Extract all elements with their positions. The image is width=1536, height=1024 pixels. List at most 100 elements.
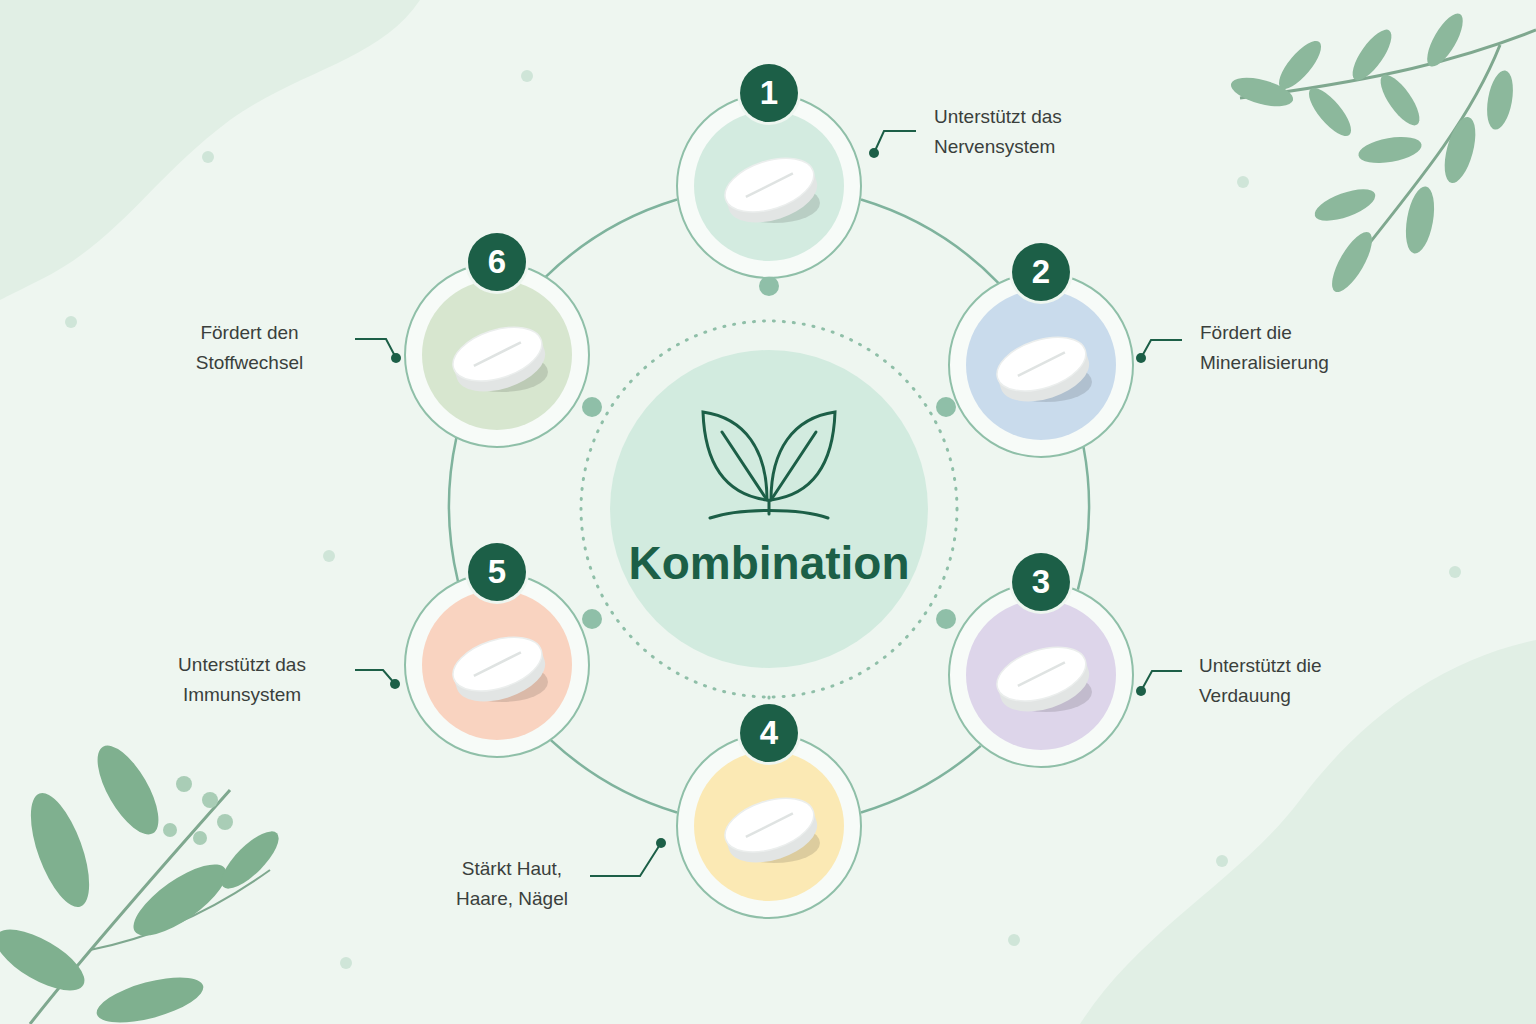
decor-dot [1216,855,1228,867]
ring-connector [551,740,677,812]
ring-dot [582,397,602,417]
berry [202,792,218,808]
pill-score [471,342,523,366]
leader-line [590,843,661,876]
leader-line [1141,340,1182,358]
pill-score [743,813,795,837]
leaf [1272,35,1327,95]
leaf [1356,133,1423,168]
pill-top [718,148,820,222]
pill-body [718,148,824,229]
berry [163,823,177,837]
benefit-text: Fördert den Stoffwechsel [162,318,337,378]
pill-top [718,788,820,862]
callout-number: 4 [740,704,798,762]
pill-illustration [986,636,1098,718]
sprout-icon [703,412,835,518]
ingredient-circle: 1Unterstützt das Nervensystem [676,93,862,279]
decor-dot [202,151,214,163]
leaf [1420,9,1469,72]
leaf [123,852,236,948]
decor-dot [340,957,352,969]
benefit-text: Unterstützt das Nervensystem [934,102,1109,162]
pill-score [1015,662,1067,686]
leader-dot [656,838,666,848]
callout-number: 6 [468,233,526,291]
ingredient-circle: 3Unterstützt die Verdauung [948,582,1134,768]
leaf [86,737,171,844]
pill-top [446,627,548,701]
center-title: Kombination [610,534,928,592]
leaf [0,918,93,1003]
leader-dot [390,679,400,689]
leader-line [355,670,395,684]
pill-score [743,173,795,197]
leader-dot [869,148,879,158]
sprout-ground [710,511,828,519]
berry [217,814,233,830]
ring-dot [936,609,956,629]
callout-number: 2 [1012,243,1070,301]
benefit-text: Fördert die Mineralisierung [1200,318,1390,378]
leader-dot [1136,353,1146,363]
ring-connector [1078,447,1089,590]
pill-top [990,327,1092,401]
pill-illustration [714,147,826,229]
ingredient-circle: 4Stärkt Haut, Haare, Nägel [676,733,862,919]
decor-dots [65,70,1461,969]
leaf [1325,227,1380,298]
ring-connector [449,438,458,582]
berry [176,776,192,792]
leaf-branch [0,737,287,1024]
benefit-text: Unterstützt die Verdauung [1199,651,1374,711]
leader-line [355,339,396,358]
pill-illustration [714,787,826,869]
pill-body [990,327,1096,408]
pill-score [1015,352,1067,376]
ring-connector [546,200,677,277]
decor-dot [521,70,533,82]
leaf [1374,69,1426,131]
callout-number: 5 [468,543,526,601]
ring-connector [861,746,981,813]
callout-number: 3 [1012,553,1070,611]
leaf [19,786,101,914]
ingredient-circle: 2Fördert die Mineralisierung [948,272,1134,458]
leaf-branch [1228,9,1536,298]
pill-top [990,637,1092,711]
leaf [1311,183,1379,227]
decor-dot [65,316,77,328]
pill-top [446,317,548,391]
background-blob [1080,640,1536,1024]
sprout-vein [722,432,767,500]
background-blob [0,0,420,300]
ring-connector [861,200,999,284]
decor-dot [1449,566,1461,578]
sprout-leaf [703,412,767,500]
pill-score [471,652,523,676]
decor-dot [323,550,335,562]
ingredient-circle: 6Fördert den Stoffwechsel [404,262,590,448]
ring-dot [759,276,779,296]
sprout-stem [768,500,771,514]
pill-body [990,637,1096,718]
decor-dot [1237,176,1249,188]
pill-illustration [442,316,554,398]
benefit-text: Stärkt Haut, Haare, Nägel [442,854,582,914]
benefit-text: Unterstützt das Immunsystem [152,650,332,710]
pill-body [446,317,552,398]
leader-dot [391,353,401,363]
leader-line [1141,671,1182,691]
leader-dot [1136,686,1146,696]
leaf [1401,184,1438,255]
sprout-leaf [771,412,835,500]
pill-illustration [442,626,554,708]
pill-body [718,788,824,869]
sprout-vein [771,432,816,500]
pill-illustration [986,326,1098,408]
center-circle: Kombination [610,350,928,668]
leader-line [874,131,916,153]
ring-dot [582,609,602,629]
berry [193,831,207,845]
leaf [1302,82,1357,142]
